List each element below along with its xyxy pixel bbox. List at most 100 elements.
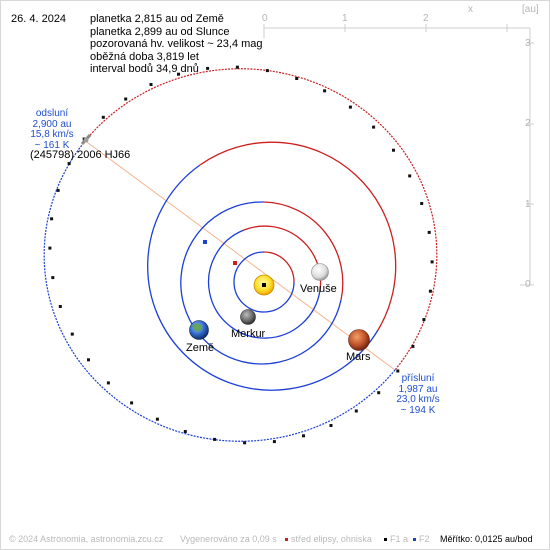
info-line: planetka 2,815 au od Země: [90, 13, 224, 25]
info-block: planetka 2,815 au od Země planetka 2,899…: [90, 13, 263, 76]
orbit-interval-point: [155, 417, 159, 421]
earth-land: [192, 323, 203, 332]
asteroid-icon: [80, 134, 92, 145]
orbit-interval-point: [427, 230, 431, 234]
orbit-interval-point: [124, 97, 128, 101]
mercury-icon: [240, 309, 256, 325]
apsides-line: [83, 139, 396, 371]
center-legend-swatch: [285, 538, 288, 542]
orbit-interval-point: [354, 409, 358, 413]
perihelion-info: přísluní 1,987 au 23,0 km/s ~ 194 K: [388, 373, 448, 416]
orbit-interval-point: [206, 66, 210, 70]
date-label: 26. 4. 2024: [11, 13, 67, 25]
mars-icon: [348, 329, 370, 351]
perihelion-line: přísluní: [401, 373, 435, 384]
orbit-interval-point: [149, 83, 153, 86]
mercury-orbit-above: [263, 251, 295, 283]
orbit-interval-point: [51, 276, 55, 280]
copyright-link[interactable]: © 2024 Astronomia, astronomia.zcu.cz: [9, 534, 164, 544]
ellipse-center-marker: [233, 261, 237, 265]
aphelion-line: odsluní: [35, 108, 69, 119]
aphelion-line: 15,8 km/s: [30, 129, 74, 140]
orbit-interval-point: [420, 202, 424, 205]
orbit-interval-point: [130, 401, 134, 405]
info-line: interval bodů 34,9 dnů: [90, 63, 199, 76]
generation-time: Vygenerováno za 0,09 s: [180, 534, 277, 544]
orbit-interval-point: [302, 434, 305, 438]
info-line: pozorovaná hv. velikost ~ 23,4 mag: [90, 38, 263, 51]
orbit-interval-point: [58, 305, 62, 308]
orbit-interval-point: [348, 105, 352, 109]
orbit-interval-point: [396, 369, 400, 373]
center-legend-text: střed elipsy, ohniska: [291, 534, 372, 544]
aphelion-line: 2,900 au: [32, 118, 72, 130]
venus-orbit-below: [207, 229, 321, 339]
info-line: oběžná doba 3,819 let: [90, 50, 199, 63]
orbit-interval-point: [48, 246, 52, 250]
mars-orbit-above: [199, 141, 397, 331]
orbit-interval-point: [213, 437, 217, 441]
orbit-interval-point: [272, 440, 276, 444]
legend-f1: F1 a: [384, 534, 408, 544]
axis-grid: [263, 24, 534, 286]
f1-legend-suffix: a: [403, 534, 409, 544]
orbit-interval-point: [411, 344, 415, 348]
orbit-interval-point: [50, 217, 54, 221]
info-line: planetka 2,899 au od Slunce: [90, 25, 230, 38]
mars-orbit-below: [147, 164, 379, 391]
f1-legend-swatch: [384, 538, 387, 542]
orbit-interval-point: [428, 289, 432, 293]
orbit-interval-point: [67, 162, 71, 166]
x-axis-label: x: [468, 4, 473, 15]
f1-legend-text: F1: [390, 534, 401, 544]
y-tick-label: 1: [525, 199, 531, 210]
orbit-interval-point: [323, 89, 327, 93]
planet-orbits: [147, 141, 397, 391]
orbit-interval-point: [295, 77, 299, 80]
venus-icon: [311, 263, 329, 281]
earth-orbit-above: [263, 201, 344, 301]
mercury-label: Merkur: [231, 328, 266, 340]
orbit-interval-point: [183, 430, 187, 433]
x-tick-label: 0: [262, 13, 268, 24]
asteroid-name-label: (245798) 2006 HJ66: [30, 149, 131, 161]
orbit-interval-point: [101, 115, 105, 119]
asteroid-orbit-north: [85, 68, 438, 371]
orbit-interval-point: [377, 391, 381, 395]
scale-readout: Měřítko: 0,0125 au/bod: [440, 534, 533, 544]
mars-label: Mars: [346, 351, 371, 363]
f2-legend-swatch: [413, 538, 416, 542]
perihelion-line: 23,0 km/s: [396, 394, 440, 405]
orbit-interval-point: [329, 424, 333, 427]
orbit-interval-point: [430, 260, 434, 264]
orbit-interval-point: [87, 358, 90, 362]
venus-label: Venuše: [300, 283, 337, 295]
aphelion-info: odsluní 2,900 au 15,8 km/s ~ 161 K: [22, 108, 82, 151]
orbit-interval-point: [243, 441, 247, 445]
unit-label: [au]: [522, 4, 539, 15]
y-tick-label: 3: [525, 38, 531, 49]
asteroid-orbit-south: [43, 139, 396, 442]
focus-f2-marker: [203, 240, 207, 244]
mercury-orbit-below: [233, 251, 295, 313]
perihelion-line: 1,987 au: [398, 383, 438, 395]
perihelion-line: ~ 194 K: [400, 404, 436, 416]
legend-center: střed elipsy, ohniska: [285, 534, 372, 544]
earth-label: Země: [186, 342, 215, 354]
scale-value: : 0,0125 au/bod: [470, 534, 533, 544]
x-tick-label: 1: [342, 13, 348, 24]
y-tick-label: 2: [525, 118, 531, 129]
orbit-interval-point: [106, 381, 110, 385]
legend-f2: F2: [413, 534, 430, 544]
orbit-interval-point: [372, 125, 376, 129]
orbit-interval-point: [235, 65, 239, 69]
focus-f1-marker: [262, 283, 266, 287]
orbit-interval-point: [70, 332, 74, 336]
aphelion-line: ~ 161 K: [34, 139, 70, 151]
scale-label: Měřítko: [440, 534, 471, 544]
y-tick-label: 0: [525, 279, 531, 290]
orbit-interval-point: [422, 318, 426, 322]
